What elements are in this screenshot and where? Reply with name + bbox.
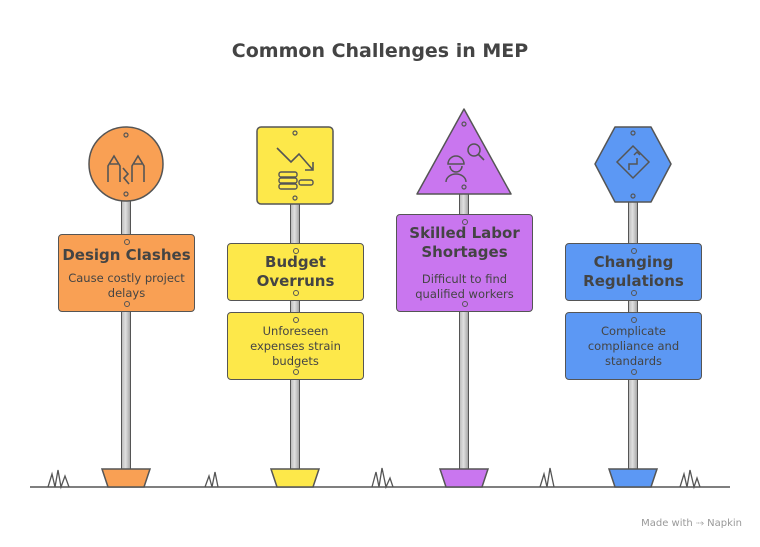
sign-description: Complicate compliance and standards bbox=[587, 323, 680, 368]
sign-post-skilled-labor-shortages: Skilled Labor Shortages Difficult to fin… bbox=[384, 0, 544, 547]
sign-description-panel: Complicate compliance and standards bbox=[565, 312, 702, 380]
worker-search-icon bbox=[416, 108, 512, 195]
pole-base bbox=[269, 468, 321, 488]
cracked-walls-icon bbox=[88, 126, 164, 202]
sign-heading: Design Clashes bbox=[62, 245, 191, 264]
brand-name: Napkin bbox=[707, 518, 742, 529]
sign-heading-panel: Budget Overruns bbox=[227, 243, 364, 301]
sign-heading-panel: Changing Regulations bbox=[565, 243, 702, 301]
sign-description: Unforeseen expenses strain budgets bbox=[250, 323, 341, 368]
sign-post-budget-overruns: Budget Overruns Unforeseen expenses stra… bbox=[215, 0, 375, 547]
sign-description-panel: Unforeseen expenses strain budgets bbox=[227, 312, 364, 380]
diagram-title: Common Challenges in MEP bbox=[231, 40, 529, 62]
sign-panel: Skilled Labor Shortages Difficult to fin… bbox=[396, 214, 533, 312]
pole bbox=[459, 190, 469, 472]
sign-description: Cause costly project delays bbox=[68, 270, 185, 300]
falling-money-icon bbox=[256, 126, 334, 205]
sign-post-design-clashes: Design Clashes Cause costly project dela… bbox=[46, 0, 206, 547]
pole bbox=[121, 190, 131, 472]
napkin-logo-icon: ⤑ bbox=[695, 518, 704, 529]
sign-heading: Skilled Labor Shortages bbox=[409, 224, 520, 261]
pole-base bbox=[438, 468, 490, 488]
made-with-text: Made with bbox=[641, 518, 693, 529]
road-sign-icon bbox=[594, 126, 672, 203]
sign-panel: Design Clashes Cause costly project dela… bbox=[58, 234, 195, 312]
sign-heading: Budget Overruns bbox=[256, 253, 335, 290]
sign-description: Difficult to find qualified workers bbox=[415, 272, 514, 301]
napkin-branding: Made with ⤑ Napkin bbox=[641, 518, 742, 529]
sign-heading: Changing Regulations bbox=[583, 253, 684, 290]
pole-base bbox=[607, 468, 659, 488]
sign-post-changing-regulations: Changing Regulations Complicate complian… bbox=[553, 0, 713, 547]
pole-base bbox=[100, 468, 152, 488]
